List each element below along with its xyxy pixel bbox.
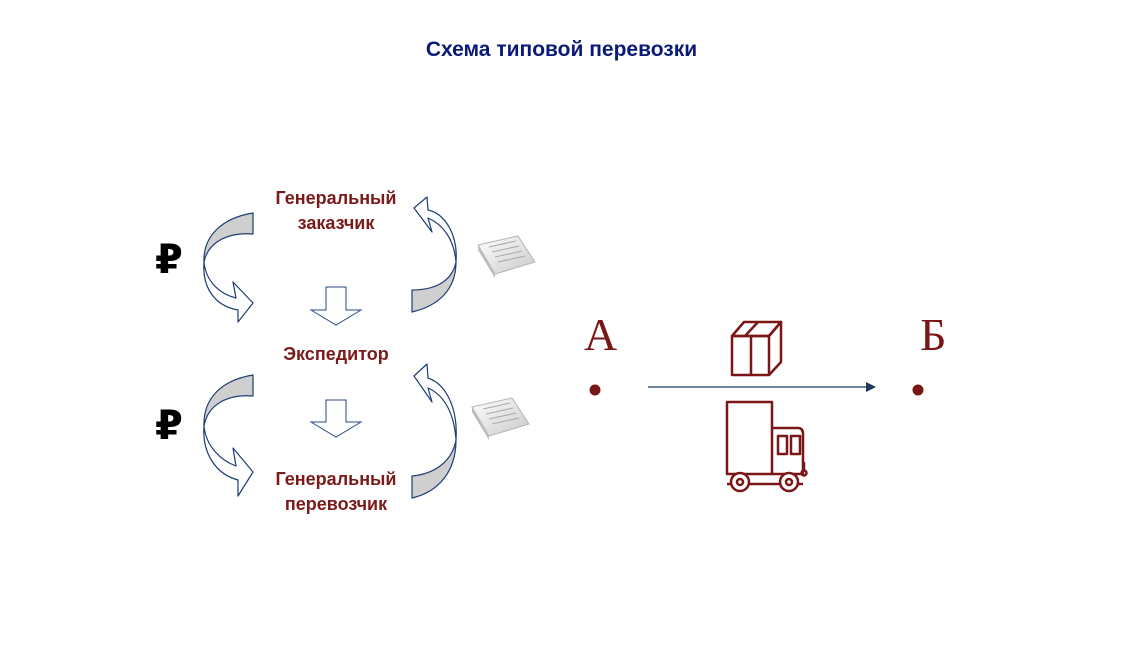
- document-icon: [471, 397, 530, 440]
- document-flow-arrow-lower-right: [411, 363, 457, 499]
- role-general-carrier-line2: перевозчик: [284, 494, 388, 514]
- document-flow-arrow-upper-right: [411, 196, 457, 313]
- ruble-icon: ₽: [155, 403, 183, 449]
- page-title: Схема типовой перевозки: [425, 38, 698, 61]
- role-general-customer: Генеральный заказчик: [248, 186, 424, 236]
- down-arrow-forwarder-to-carrier: [309, 399, 363, 438]
- role-general-customer-line1: Генеральный: [275, 188, 397, 208]
- role-general-carrier: Генеральный перевозчик: [248, 467, 424, 517]
- box-icon: [730, 320, 783, 377]
- role-forwarder: Экспедитор: [283, 344, 389, 364]
- role-general-carrier-line1: Генеральный: [275, 469, 397, 489]
- document-icon: [477, 235, 536, 278]
- origin-point: [589, 384, 601, 396]
- ruble-icon: ₽: [155, 237, 183, 283]
- down-arrow-customer-to-forwarder: [309, 286, 363, 326]
- payment-flow-arrow-lower-left: [203, 374, 254, 497]
- origin-label: А: [584, 309, 618, 360]
- role-general-customer-line2: заказчик: [297, 213, 375, 233]
- truck-icon: [725, 400, 808, 493]
- route-arrow: [648, 382, 876, 392]
- destination-label: Б: [920, 309, 947, 360]
- destination-point: [912, 384, 924, 396]
- payment-flow-arrow-upper-left: [203, 212, 254, 323]
